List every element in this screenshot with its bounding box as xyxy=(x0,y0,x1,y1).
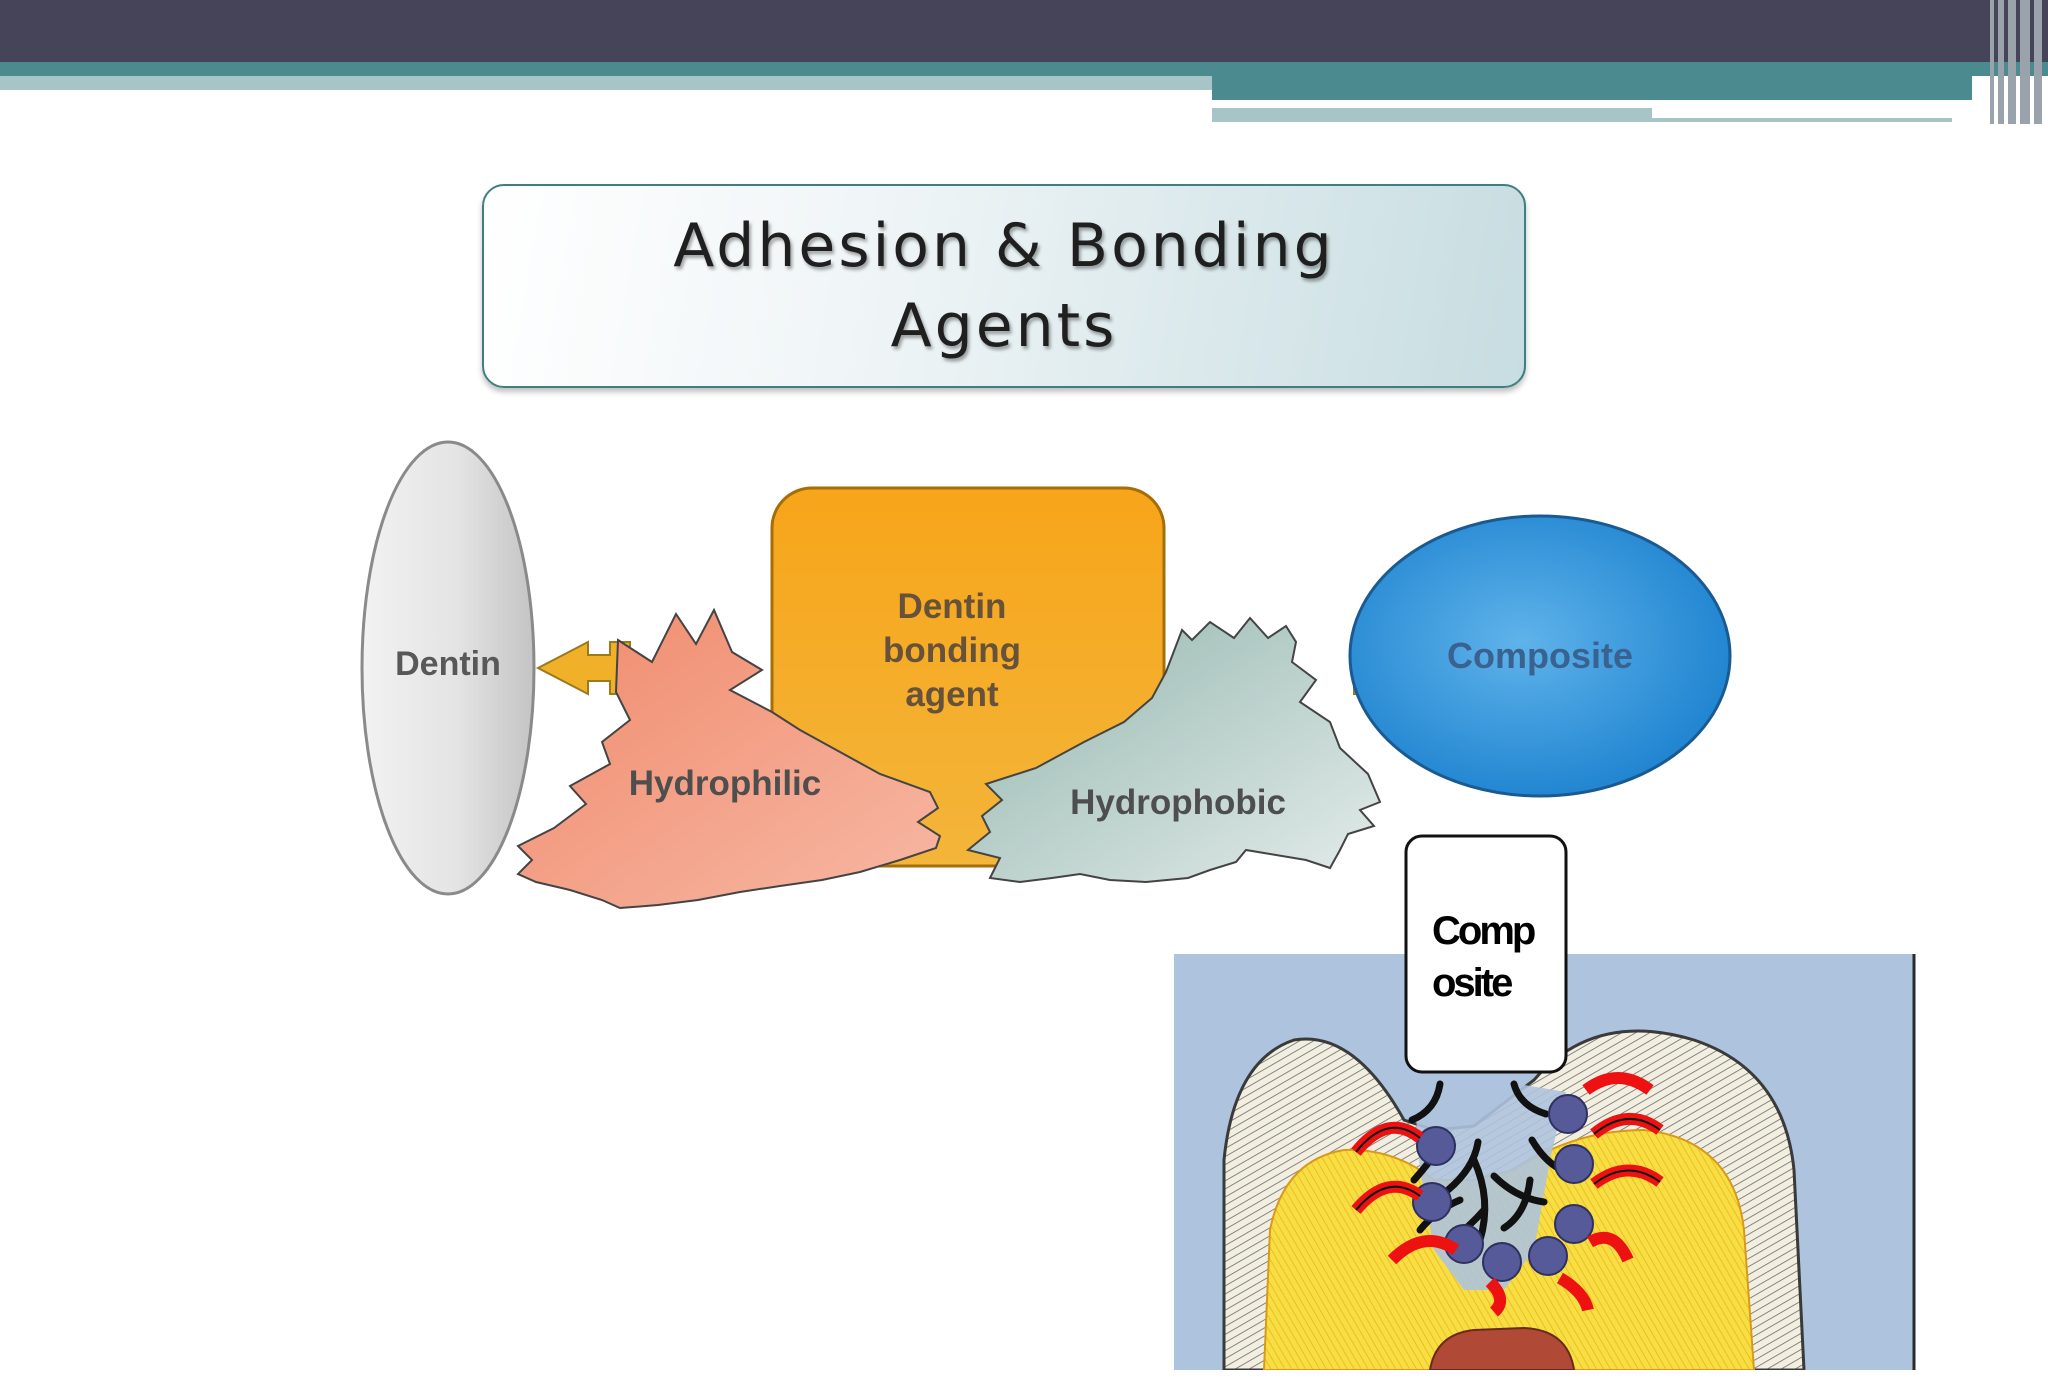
pulp xyxy=(1428,1326,1576,1370)
header-divider-line xyxy=(1212,102,1972,108)
composite-ellipse xyxy=(1348,514,1732,798)
hydrophilic-label: Hydrophilic xyxy=(629,764,822,803)
header-stripe xyxy=(2008,0,2016,124)
header-accent-bar-right-light xyxy=(1212,108,1652,122)
header-accent-bar-light xyxy=(0,76,1212,90)
composite-label: Composite xyxy=(1447,635,1633,676)
hydrophobic-shape xyxy=(965,616,1382,884)
header-accent-bar-right-thin xyxy=(1652,118,1952,122)
hydrophilic-shape xyxy=(516,607,942,910)
hydrophobic-label: Hydrophobic xyxy=(1070,783,1286,822)
header-stripe xyxy=(1990,0,1994,124)
composite-box-label-line2: osite xyxy=(1432,961,1512,1005)
dentin-ellipse xyxy=(360,440,536,896)
slide-title-box: Adhesion & Bonding Agents xyxy=(482,184,1526,388)
header-accent-bar-right xyxy=(1212,76,1972,100)
header-bar xyxy=(0,0,2048,62)
bonding-label-line3: agent xyxy=(905,675,999,714)
bonding-diagram: Dentin Dentin bonding agent Hydrophilic … xyxy=(360,440,1732,910)
slide-title-line2: Agents xyxy=(890,291,1118,361)
bonding-label-line1: Dentin xyxy=(898,587,1007,626)
dentin-label: Dentin xyxy=(395,645,501,683)
slide-title-line1: Adhesion & Bonding xyxy=(673,211,1335,281)
header-stripe xyxy=(1998,0,2004,124)
bonding-label-line2: bonding xyxy=(883,631,1021,670)
primer-molecules xyxy=(1412,1094,1594,1282)
composite-box-label-line1: Comp xyxy=(1432,909,1535,953)
header-stripe xyxy=(2020,0,2030,124)
composite-label-box xyxy=(1404,834,1568,1074)
resin-molecules-outline xyxy=(1355,1117,1661,1211)
tooth-cross-section: Comp osite xyxy=(1174,834,1916,1370)
header-accent-bar xyxy=(0,62,2048,76)
header-stripe xyxy=(2034,0,2042,124)
